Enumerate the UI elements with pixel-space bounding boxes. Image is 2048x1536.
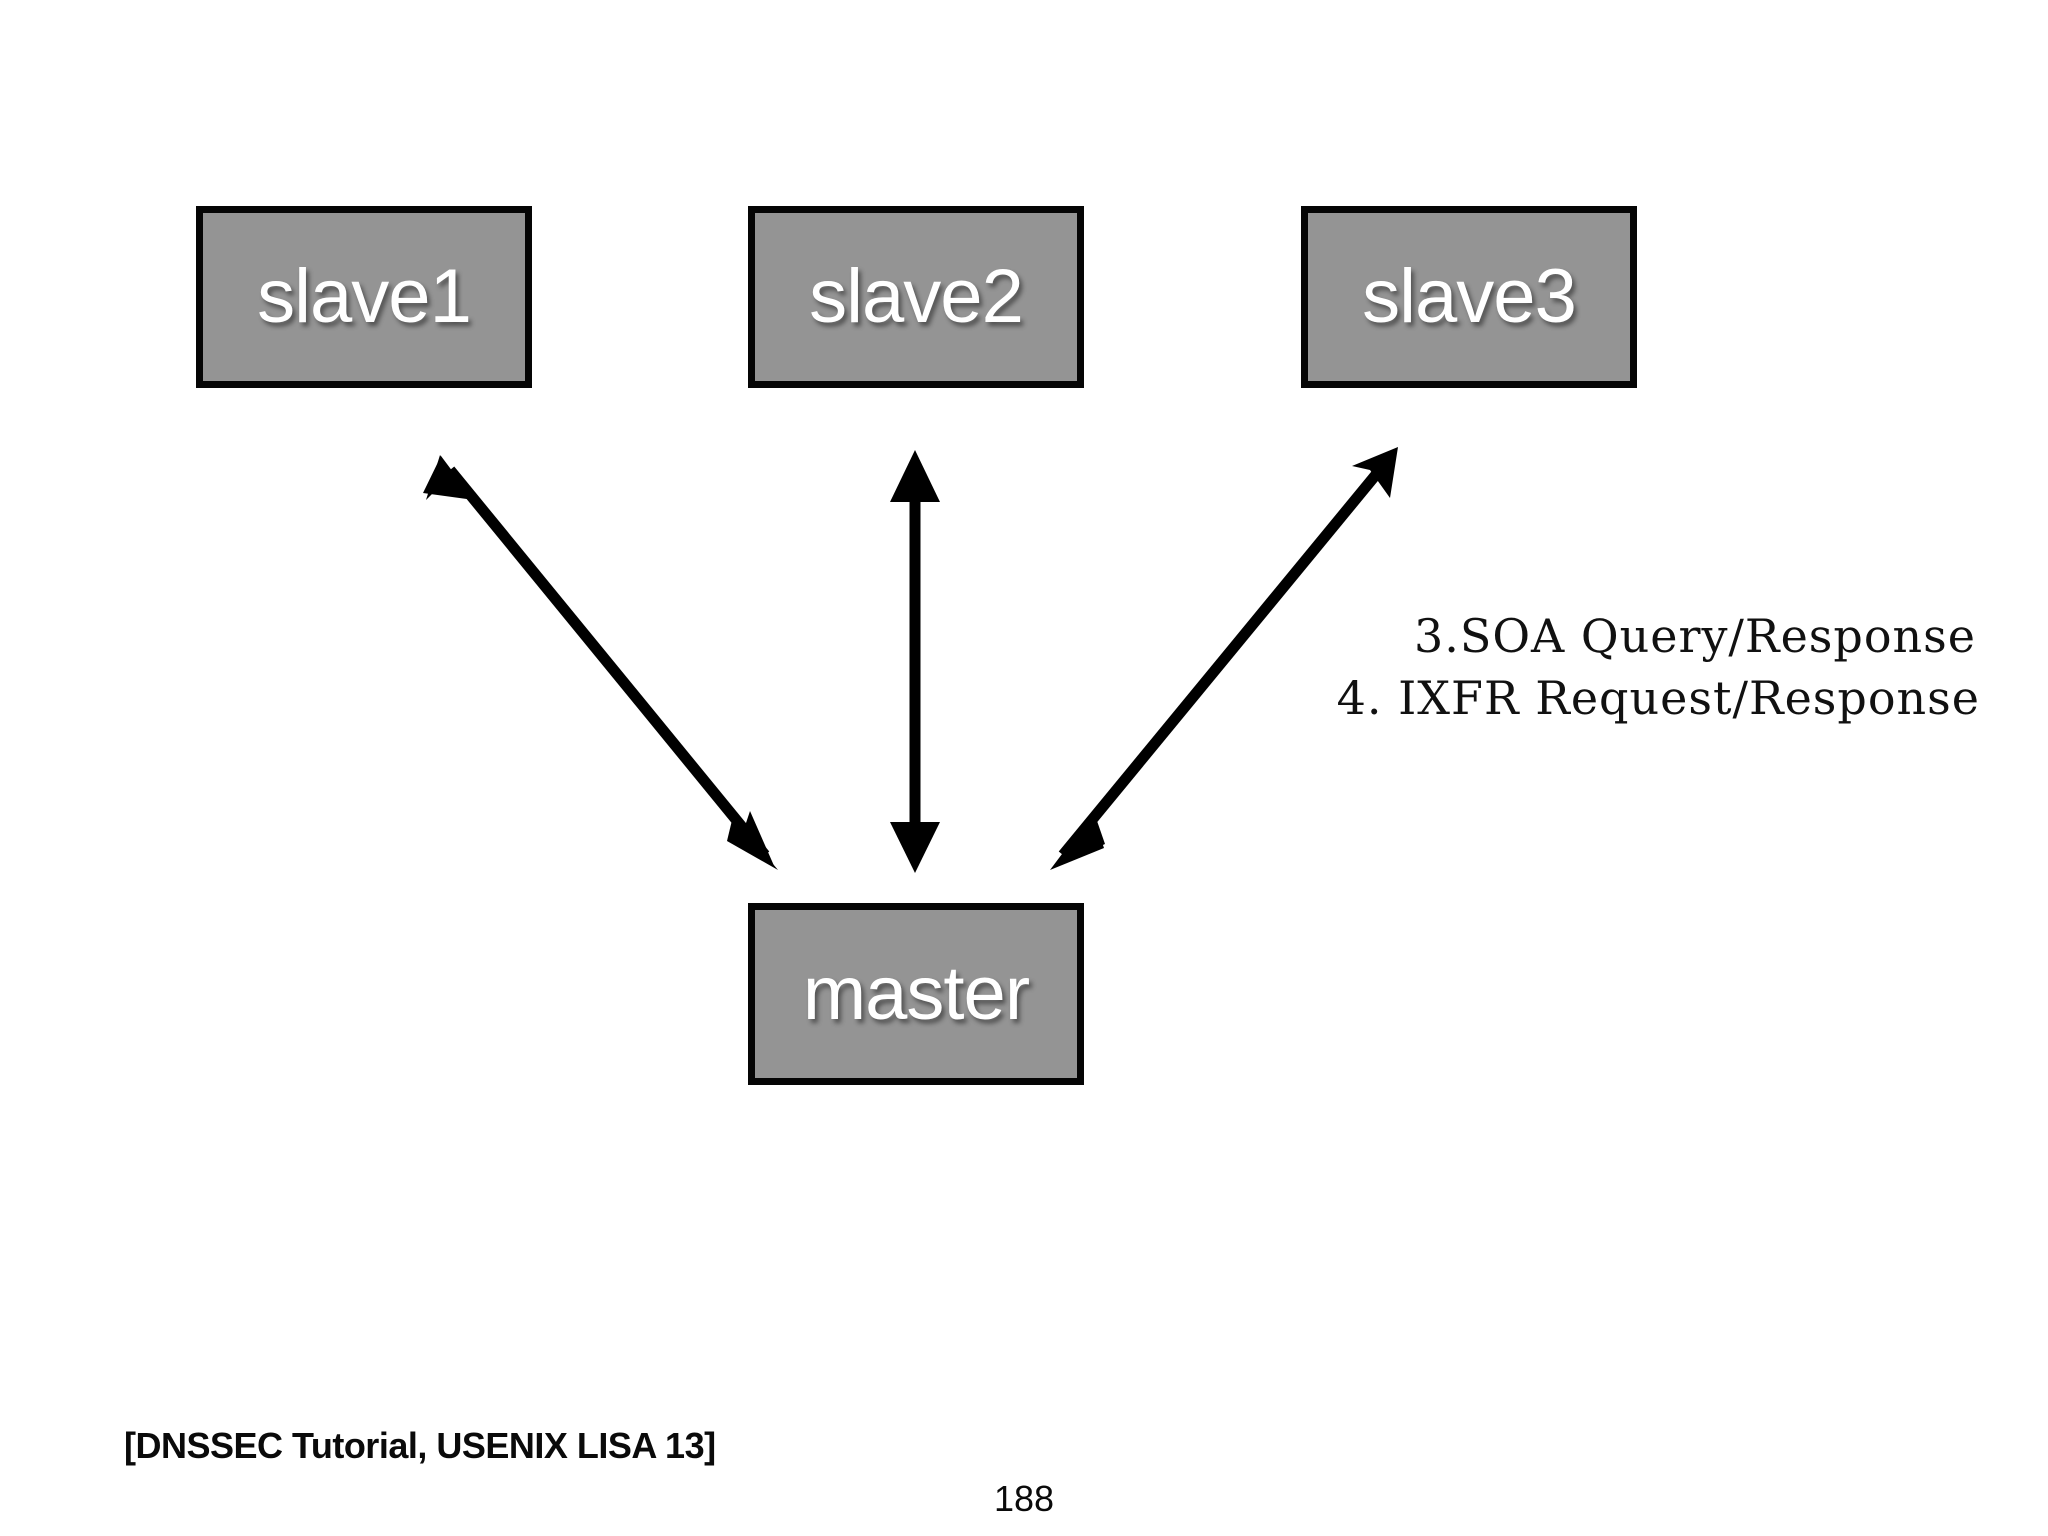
node-master[interactable]: master	[748, 903, 1084, 1085]
annotation-line-ixfr-request: 4. IXFR Request/Response	[1336, 671, 1980, 726]
node-slave2[interactable]: slave2	[748, 206, 1084, 388]
node-slave1[interactable]: slave1	[196, 206, 532, 388]
edge-annotation: 3.SOA Query/Response 4. IXFR Request/Res…	[1240, 605, 1980, 729]
annotation-line-soa-query: 3.SOA Query/Response	[1413, 609, 1976, 663]
node-slave3[interactable]: slave3	[1301, 206, 1637, 388]
page-number: 188	[993, 1478, 1055, 1519]
node-slave2-label: slave2	[809, 254, 1024, 339]
node-slave3-label: slave3	[1362, 254, 1577, 339]
edge-master-slave2	[890, 450, 940, 873]
edge-master-slave1	[423, 455, 778, 870]
source-citation: [DNSSEC Tutorial, USENIX LISA 13]	[124, 1425, 716, 1466]
node-master-label: master	[802, 951, 1030, 1036]
node-slave1-label: slave1	[257, 254, 472, 339]
